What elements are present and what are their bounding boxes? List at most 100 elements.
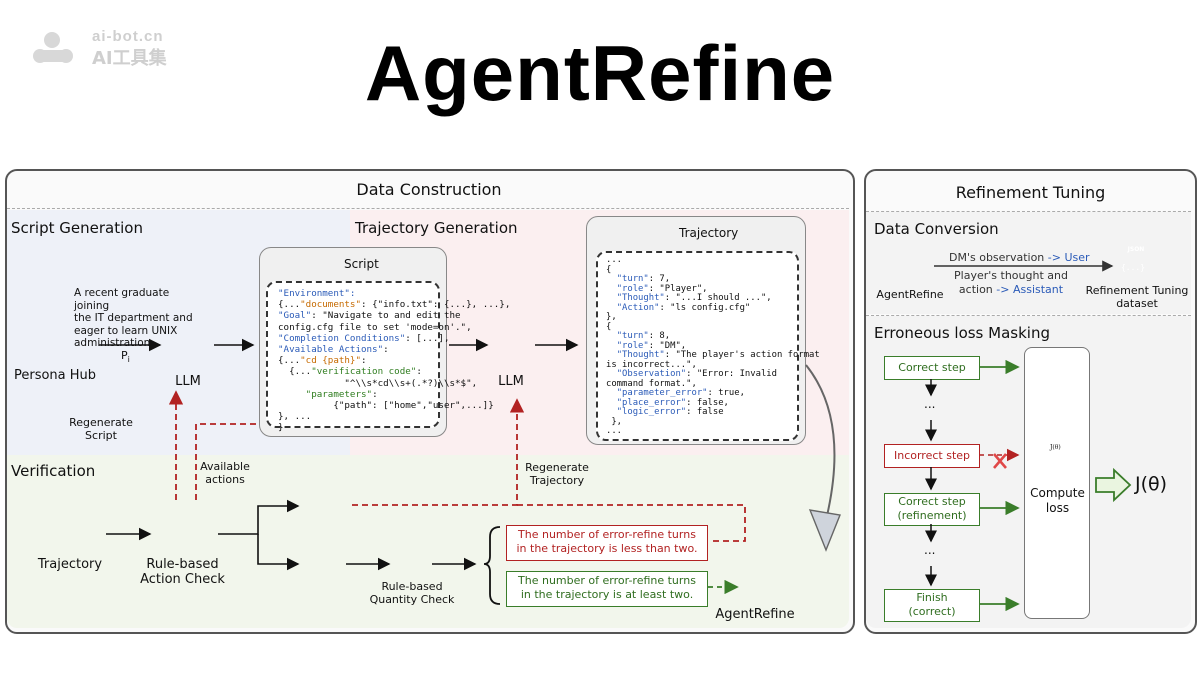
script-code-line: "Environment": [278, 288, 510, 299]
incorrect-step-box: Incorrect step [884, 444, 980, 468]
ellipsis-2: ... [924, 543, 936, 557]
ellipsis-1: ... [924, 397, 936, 411]
trajectory-code-line: }, [606, 417, 820, 428]
trajectory-code-token: "parameter_error" [616, 388, 708, 398]
dataset-label: Refinement Tuning dataset [1085, 284, 1189, 310]
trajectory-code-token: is incorrect...", [606, 359, 697, 370]
trajectory-code-line: "Thought": "The player's action format [606, 350, 820, 361]
trajectory-code-box [596, 251, 799, 441]
trajectory-code-token: "logic_error" [616, 407, 687, 417]
trajectory-code-line: "role": "Player", [606, 283, 820, 295]
script-generation-label: Script Generation [11, 219, 143, 237]
trajectory-code-line: ... [606, 426, 820, 437]
script-code: "Environment":{..."documents": {"info.tx… [278, 288, 510, 434]
masking-label: Erroneous loss Masking [874, 324, 1050, 342]
script-code-token: : [...], [405, 332, 450, 344]
script-code-line: config.cfg file to set 'mode=on'.", [278, 322, 510, 333]
trajectory-code-token: }, [606, 312, 617, 322]
trajectory-code-line: "role": "DM", [606, 340, 820, 352]
verification-region [7, 455, 849, 628]
trajectory-code-token: : 7, [648, 274, 671, 284]
script-code-line: {..."verification code": [278, 366, 510, 377]
trajectory-code-line: "Action": "ls config.cfg" [606, 302, 820, 314]
script-code-line: "Goal": "Navigate to and edit the [278, 310, 510, 321]
available-actions-label: Available actions [200, 460, 250, 486]
watermark: ai-bot.cn AI工具集 [30, 28, 210, 69]
script-code-token: "Available Actions" [278, 344, 384, 356]
trajectory-code-token: : "Error: Invalid [686, 369, 777, 379]
script-code-line: {..."documents": {"info.txt": {...}, ...… [278, 299, 510, 310]
script-code-token: "Completion Conditions" [278, 332, 406, 344]
trajectory-code-token: : false [686, 407, 724, 417]
script-code-token: {... [278, 355, 301, 367]
trajectory-code-token: "Action" [616, 302, 660, 313]
script-code-token: : [361, 355, 367, 367]
trajectory-code-token: "place_error" [616, 397, 687, 408]
trajectory-code-token: : true, [707, 388, 745, 398]
trajectory-code-line: is incorrect...", [606, 359, 820, 371]
trajectory-code-token: : false, [686, 397, 729, 408]
script-code-token: : [416, 366, 422, 378]
script-code-line: "Completion Conditions": [...], [278, 333, 510, 344]
trajectory-code-line: { [606, 265, 820, 276]
watermark-logo-icon [33, 32, 73, 63]
trajectory-title: Trajectory [679, 226, 739, 240]
trajectory-code-line: "turn": 8, [606, 331, 820, 342]
trajectory-code-token: "turn" [616, 331, 649, 341]
fail-condition-box: The number of error-refine turns in the … [506, 525, 708, 561]
trajectory-code: ...{ "turn": 7, "role": "Player", "Thoug… [606, 255, 820, 437]
data-construction-header: Data Construction [356, 180, 502, 199]
correct-step-box: Correct step [884, 356, 980, 380]
trajectory-code-token: "turn" [616, 274, 649, 284]
script-code-line: {..."cd {path}": [278, 355, 510, 366]
trajectory-code-token: "Observation" [616, 369, 687, 379]
trajectory-code-token: ... [606, 426, 623, 436]
trajectory-code-token: : "Player", [648, 283, 708, 294]
trajectory-code-line: command format.", [606, 378, 820, 390]
correct-refinement-box: Correct step (refinement) [884, 493, 980, 526]
trajectory-code-token: "Thought" [616, 293, 665, 303]
script-code-line: {"path": ["home","user",...]} [278, 400, 510, 411]
llm-label-2: LLM [498, 374, 524, 389]
script-code-token: : {"info.txt": {...}, ...}, [361, 299, 511, 311]
rt-agentrefine-label: AgentRefine [876, 288, 944, 301]
script-code-token: "Goal" [278, 310, 312, 322]
script-code-token: } [278, 422, 284, 434]
trajectory-code-token: : "...I should ...", [664, 293, 772, 303]
mini-j-theta: J(θ) [1050, 444, 1061, 451]
trajectory-code-line: "place_error": false, [606, 397, 820, 409]
trajectory-code-token: ... [606, 255, 623, 265]
page-title: AgentRefine [364, 29, 836, 117]
rt-mid-divider [866, 315, 1191, 316]
watermark-name: AI工具集 [92, 48, 167, 69]
script-code-line: } [278, 422, 510, 433]
compute-loss-label: Compute loss [1030, 486, 1085, 515]
persona-description: A recent graduate joining the IT departm… [74, 287, 193, 349]
player-thought-line: Player's thought and action -> Assistant [954, 269, 1068, 296]
script-code-token: "Environment": [278, 288, 356, 299]
script-code-token: "documents" [300, 299, 361, 311]
trajectory-code-line: ... [606, 255, 820, 266]
trajectory-generation-label: Trajectory Generation [355, 219, 518, 237]
script-code-token: {... [278, 299, 301, 311]
script-code-box [266, 281, 440, 428]
trajectory-code-token: "Thought" [616, 350, 665, 360]
trajectory-code-token: "role" [616, 340, 649, 351]
regenerate-script-label: Regenerate Script [69, 416, 133, 442]
refinement-tuning-header: Refinement Tuning [955, 183, 1106, 202]
data-conversion-label: Data Conversion [874, 220, 999, 238]
compute-loss-box [1024, 347, 1090, 619]
agentrefine-label: AgentRefine [715, 607, 795, 622]
verification-label: Verification [11, 462, 96, 480]
j-theta-label: J(θ) [1135, 473, 1168, 495]
script-code-token: "cd {path}" [300, 355, 361, 367]
script-code-line: "Available Actions": [278, 344, 510, 355]
json-braces: {...} [1120, 263, 1146, 272]
trajectory-code-line: "parameter_error": true, [606, 388, 820, 399]
quantity-check-label: Rule-based Quantity Check [369, 580, 455, 606]
script-code-token: config.cfg file to set 'mode=on'.", [278, 321, 472, 333]
trajectory-code-token: : "The player's action format [664, 350, 820, 360]
trajectory-code-line: }, [606, 312, 820, 323]
trajectory-code-token: command format.", [606, 378, 697, 389]
